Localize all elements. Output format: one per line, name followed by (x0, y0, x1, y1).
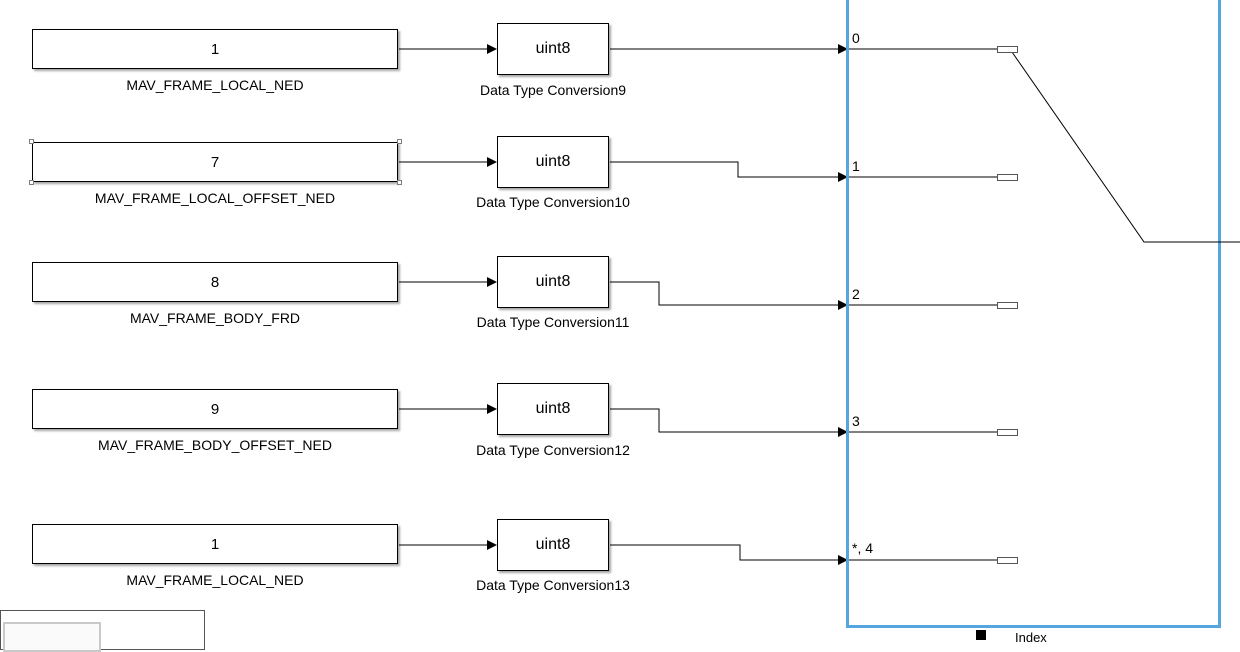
selection-handle[interactable] (29, 180, 34, 185)
selection-handle[interactable] (29, 139, 34, 144)
switch-contact (997, 46, 1018, 53)
constant-label: MAV_FRAME_LOCAL_NED (126, 572, 304, 588)
conversion-block-11[interactable]: uint8 (497, 256, 609, 308)
conversion-block-9[interactable]: uint8 (497, 23, 609, 75)
constant-value: 8 (210, 273, 220, 291)
conversion-block-10[interactable]: uint8 (497, 136, 609, 188)
constant-value: 1 (210, 40, 220, 58)
switch-port-label: 2 (852, 286, 860, 302)
conversion-label: Data Type Conversion10 (476, 194, 630, 210)
selection-handle[interactable] (397, 139, 402, 144)
switch-port-label: 1 (852, 158, 860, 174)
switch-port-label: 0 (852, 30, 860, 46)
selected-route-line (1011, 51, 1240, 243)
switch-port-label: *, 4 (852, 540, 874, 556)
constant-label: MAV_FRAME_BODY_FRD (129, 310, 301, 326)
constant-block-2[interactable]: 7 (32, 142, 398, 182)
conversion-label: Data Type Conversion13 (476, 577, 630, 593)
switch-internal-wires (849, 48, 1240, 561)
conversion-label: Data Type Conversion11 (476, 314, 630, 330)
constant-block-1[interactable]: 1 (32, 29, 398, 69)
multiport-switch-block[interactable] (846, 0, 1221, 628)
conversion-block-13[interactable]: uint8 (497, 519, 609, 571)
constant-value: 1 (210, 535, 220, 553)
conversion-type: uint8 (535, 40, 571, 57)
conversion-label: Data Type Conversion9 (479, 82, 627, 98)
constant-label: MAV_FRAME_LOCAL_NED (126, 77, 304, 93)
wire-conv-5 (610, 544, 848, 565)
conversion-type: uint8 (535, 153, 571, 170)
conversion-type: uint8 (535, 536, 571, 553)
constant-label: MAV_FRAME_LOCAL_OFFSET_NED (94, 190, 336, 206)
conversion-block-12[interactable]: uint8 (497, 383, 609, 435)
model-navigator[interactable] (0, 610, 205, 652)
navigator-viewport[interactable] (3, 622, 101, 652)
constant-value: 9 (210, 400, 220, 418)
signal-wires (399, 44, 848, 565)
switch-contact (997, 302, 1018, 309)
constant-block-5[interactable]: 1 (32, 524, 398, 564)
conversion-type: uint8 (535, 400, 571, 417)
index-port-marker (976, 630, 986, 640)
constant-block-3[interactable]: 8 (32, 262, 398, 302)
switch-port-label: 3 (852, 413, 860, 429)
wire-conv-2 (610, 161, 848, 182)
wire-conv-4 (610, 408, 848, 437)
switch-contact (997, 429, 1018, 436)
switch-contact (997, 557, 1018, 564)
constant-label: MAV_FRAME_BODY_OFFSET_NED (98, 437, 332, 453)
switch-contact (997, 174, 1018, 181)
conversion-type: uint8 (535, 273, 571, 290)
constant-block-4[interactable]: 9 (32, 389, 398, 429)
constant-value: 7 (210, 153, 220, 171)
wire-conv-3 (610, 281, 848, 310)
selection-handle[interactable] (397, 180, 402, 185)
conversion-label: Data Type Conversion12 (476, 442, 630, 458)
